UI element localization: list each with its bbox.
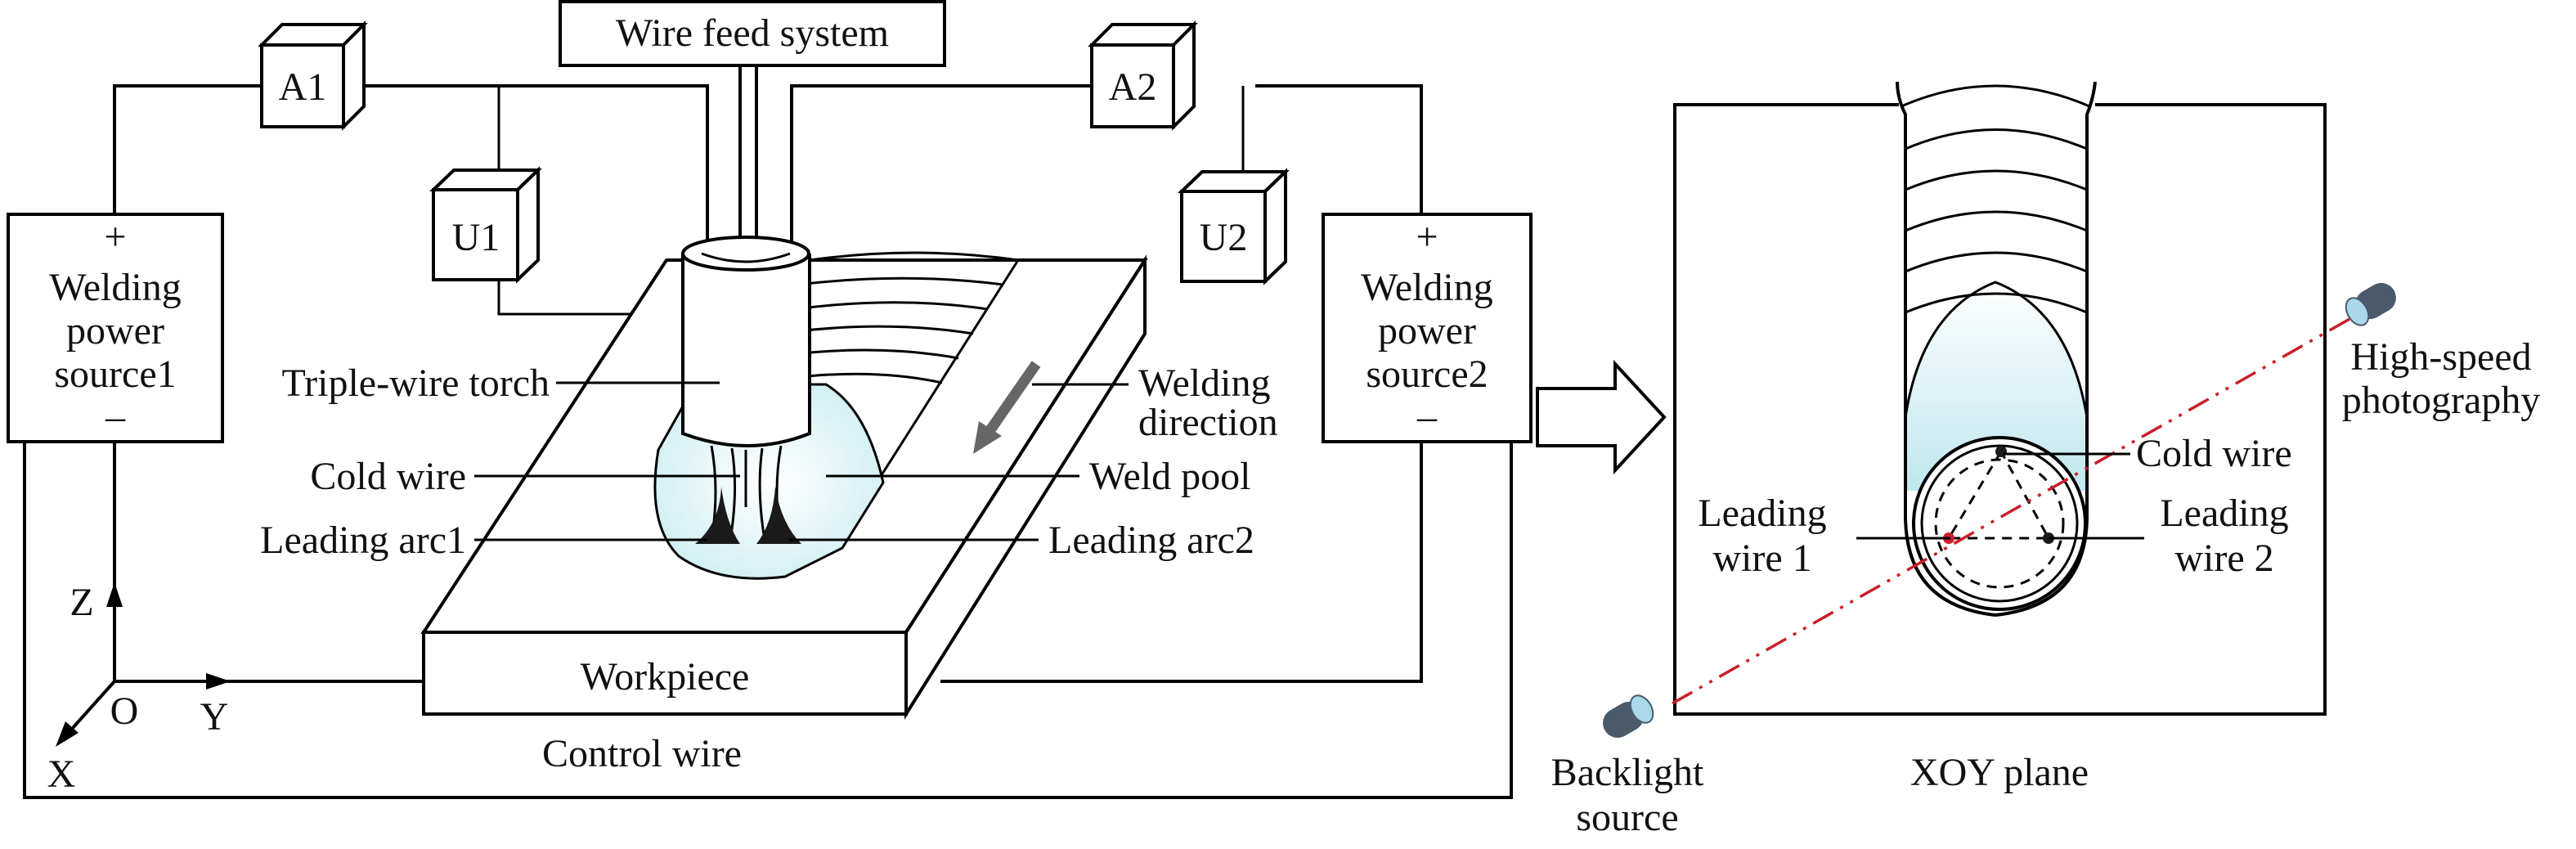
welding-direction-arrow	[973, 361, 1041, 454]
control-wire-label: Control wire	[542, 732, 742, 775]
leading-wire2-label-2: wire 2	[2174, 537, 2273, 580]
backlight-label-2: source	[1576, 796, 1678, 839]
weld-bead-top-view	[1896, 81, 2097, 618]
power-source-1: + Welding power source1 –	[7, 213, 224, 443]
high-speed-label-2: photography	[2342, 379, 2541, 422]
transition-arrow	[1536, 359, 1667, 475]
triple-wire-torch-label: Triple-wire torch	[282, 362, 550, 405]
axis-z-label: Z	[70, 581, 93, 624]
u1-label: U1	[452, 216, 500, 259]
ps1-plus: +	[104, 215, 126, 258]
ps2-plus: +	[1416, 215, 1438, 258]
cold-wire-label: Cold wire	[310, 455, 466, 498]
a2-label: A2	[1109, 65, 1157, 109]
ps2-line1: Welding	[1361, 266, 1492, 309]
ps2-line3: source2	[1366, 353, 1488, 396]
backlight-source: Backlight source	[1551, 694, 1704, 839]
axis-o-label: O	[110, 690, 139, 733]
power-source-2: + Welding power source2 –	[1322, 213, 1533, 443]
left-annotations: Triple-wire torch Cold wire Leading arc1…	[260, 362, 1277, 775]
ammeter-a1: A1	[258, 20, 368, 131]
a1-label: A1	[279, 65, 327, 109]
wire-feed-system: Wire feed system	[559, 0, 946, 245]
ps1-line1: Welding	[49, 266, 181, 309]
ps2-line2: power	[1378, 309, 1476, 353]
high-speed-label-1: High-speed	[2350, 335, 2531, 379]
ps2-minus: –	[1416, 395, 1438, 438]
high-speed-camera: High-speed photography	[2342, 283, 2541, 422]
welding-direction-label-2: direction	[1138, 401, 1278, 444]
weld-pool-label: Weld pool	[1089, 455, 1250, 498]
ps1-line3: source1	[54, 353, 176, 396]
axis-y-label: Y	[200, 695, 229, 739]
laser-line	[1672, 313, 2358, 705]
backlight-label-1: Backlight	[1551, 751, 1704, 794]
ps1-line2: power	[66, 309, 164, 353]
workpiece-label: Workpiece	[581, 655, 750, 699]
leading-wire2-label-1: Leading	[2160, 492, 2288, 535]
leading-wire1-label-1: Leading	[1698, 492, 1826, 535]
u2-label: U2	[1200, 216, 1248, 259]
coordinate-axes: Z O Y X	[47, 581, 231, 796]
leading-arc1-label: Leading arc1	[260, 519, 466, 562]
voltmeter-u2: U2	[1178, 168, 1290, 285]
ammeter-a2: A2	[1088, 20, 1198, 131]
triple-wire-torch	[681, 236, 811, 544]
right-cold-wire-label: Cold wire	[2136, 432, 2292, 475]
voltmeter-u1: U1	[429, 166, 542, 284]
xoy-plane-label: XOY plane	[1910, 751, 2089, 794]
welding-direction-label-1: Welding	[1138, 362, 1270, 405]
axis-x-label: X	[47, 752, 76, 796]
ps1-minus: –	[105, 395, 126, 438]
circuit-wires	[23, 84, 1513, 799]
right-annotations: Cold wire Leading wire 1 Leading wire 2 …	[1698, 432, 2291, 794]
leading-wire1-label-2: wire 1	[1712, 537, 1811, 580]
leading-arc2-label: Leading arc2	[1048, 519, 1254, 562]
wire-feed-system-label: Wire feed system	[616, 11, 889, 55]
